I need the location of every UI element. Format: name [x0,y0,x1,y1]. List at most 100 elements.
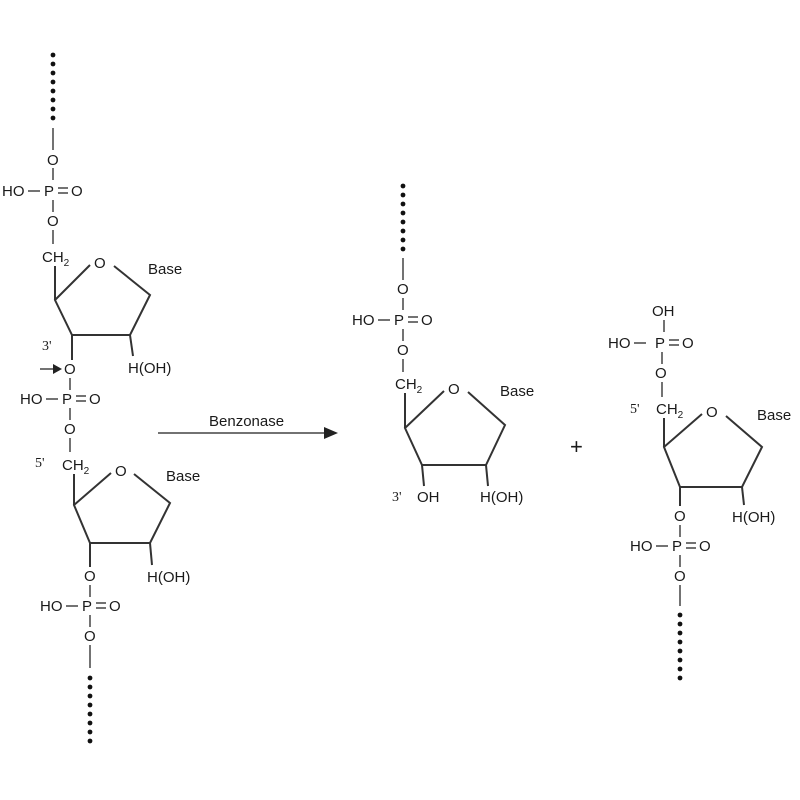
h-oh-label: H(OH) [128,360,171,377]
chain-dot [677,639,683,645]
chain-dot [50,52,56,58]
h-oh-label: H(OH) [732,509,775,526]
phosphorus-label: P [655,335,665,352]
enzyme-label: Benzonase [209,413,284,430]
phosphorus-label: P [394,312,404,329]
oxygen-label: O [421,312,433,329]
ring-oxygen-label: O [706,404,718,421]
chain-dot [677,621,683,627]
chain-dot [400,210,406,216]
oxygen-label: O [397,342,409,359]
phosphate-group-3prime: O HO P O O [630,508,711,606]
oxygen-label: O [47,152,59,169]
chain-continuation-top [400,183,406,252]
methylene-label: CH2 [62,457,90,477]
oxygen-label: O [84,568,96,585]
hydroxyl-label: HO [352,312,375,329]
chain-dot [400,246,406,252]
h-oh-label: H(OH) [147,569,190,586]
oxygen-label: O [71,183,83,200]
five-prime-label: 5' [630,402,640,417]
oxygen-label: O [64,421,76,438]
chain-dot [400,183,406,189]
hydroxyl-label: HO [40,598,63,615]
oxygen-label: O [109,598,121,615]
chain-dot [87,693,93,699]
oxygen-label: O [64,361,76,378]
ring-oxygen-label: O [448,381,460,398]
chain-dot [677,675,683,681]
chain-dot [87,684,93,690]
chain-dot [87,675,93,681]
chain-dot [50,79,56,85]
chain-dot [400,228,406,234]
phosphate-group: O HO P O O [352,258,433,372]
product-3prime-oh: O HO P O O CH2 O Base H(OH) OH 3' [352,183,534,506]
chain-dot [677,657,683,663]
chain-dot [50,70,56,76]
chain-dot [50,115,56,121]
oxygen-label: O [655,365,667,382]
chain-dot [87,738,93,744]
chain-dot [87,720,93,726]
hydroxyl-label: HO [20,391,43,408]
phosphate-group-5prime: OH HO P O O [608,303,694,397]
hydroxyl-label: HO [630,538,653,555]
substrate-strand: O HO P O O CH2 O Base H(OH) 3' [2,52,200,744]
phosphorus-label: P [82,598,92,615]
ring-oxygen-label: O [94,255,106,272]
oxygen-label: O [84,628,96,645]
oxygen-label: O [699,538,711,555]
phosphorus-label: P [62,391,72,408]
chain-dot [400,192,406,198]
chain-continuation-bottom [87,675,93,744]
chain-dot [50,106,56,112]
sugar-ring-2: 5' CH2 O Base H(OH) [35,456,200,586]
phosphorus-label: P [672,538,682,555]
reaction-arrow: Benzonase [158,413,338,439]
base-label: Base [166,468,200,485]
ring-oxygen-label: O [115,463,127,480]
oxygen-label: O [674,568,686,585]
oxygen-label: O [47,213,59,230]
sugar-ring: CH2 O Base H(OH) OH 3' [392,376,534,506]
hydroxyl-label: HO [2,183,25,200]
hydroxyl-label: OH [417,489,440,506]
base-label: Base [500,383,534,400]
sugar-ring-1: CH2 O Base H(OH) 3' [42,249,182,377]
cleavage-site-arrow [40,364,62,374]
chain-dot [677,612,683,618]
chain-dot [87,729,93,735]
chain-dot [400,201,406,207]
chain-dot [87,711,93,717]
methylene-label: CH2 [42,249,70,269]
three-prime-label: 3' [42,339,52,354]
base-label: Base [757,407,791,424]
oxygen-label: O [674,508,686,525]
phosphate-group-bottom: O HO P O O [40,568,121,668]
phosphorus-label: P [44,183,54,200]
sugar-ring: 5' CH2 O Base H(OH) [630,401,791,526]
chain-dot [677,648,683,654]
oxygen-label: O [397,281,409,298]
hydroxyl-label: OH [652,303,675,320]
oxygen-label: O [89,391,101,408]
chain-dot [400,219,406,225]
oxygen-label: O [682,335,694,352]
five-prime-label: 5' [35,456,45,471]
chain-dot [677,630,683,636]
chain-dot [50,97,56,103]
h-oh-label: H(OH) [480,489,523,506]
phosphate-group-middle: O HO P O O [20,361,101,452]
product-5prime-phosphate: OH HO P O O 5' CH2 O Base H(OH) O HO [608,303,791,681]
base-label: Base [148,261,182,278]
methylene-label: CH2 [656,401,684,421]
methylene-label: CH2 [395,376,423,396]
three-prime-label: 3' [392,490,402,505]
chain-dot [50,88,56,94]
phosphate-group-top: O HO P O O [2,128,83,244]
chain-continuation-bottom [677,612,683,681]
chain-dot [677,666,683,672]
chain-continuation-top [50,52,56,121]
chain-dot [87,702,93,708]
